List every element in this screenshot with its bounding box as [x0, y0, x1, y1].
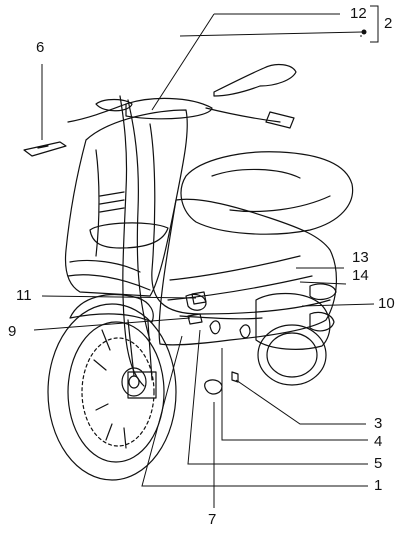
main-body [158, 198, 337, 346]
headlight [89, 222, 169, 249]
part-3[interactable] [231, 371, 239, 383]
callout-3: 3 [374, 415, 383, 432]
front-fork [127, 319, 157, 399]
callout-4: 4 [374, 433, 383, 450]
part-11[interactable] [191, 291, 207, 305]
callout-1: 1 [374, 477, 383, 494]
rear-wheel [257, 324, 327, 386]
front-wheel [47, 303, 177, 481]
callout-2: 2 [384, 15, 393, 32]
seat [180, 151, 354, 235]
front-fairing [64, 109, 188, 297]
callout-13: 13 [352, 249, 369, 266]
callout-11: 11 [16, 287, 32, 304]
engine [255, 292, 331, 350]
callout-5: 5 [374, 455, 383, 472]
part-6[interactable] [23, 141, 67, 157]
callout-14: 14 [352, 267, 369, 284]
part-7[interactable] [204, 379, 223, 395]
callout-6: 6 [36, 39, 45, 56]
handlebar [67, 63, 297, 129]
front-mudguard [69, 294, 154, 323]
callout-10: 10 [378, 295, 395, 312]
callout-9: 9 [8, 323, 17, 340]
part-9[interactable] [187, 313, 203, 325]
leader-lines [33, 5, 379, 508]
wiring-harness[interactable] [119, 95, 331, 387]
tail-light [309, 283, 337, 301]
callout-12: 12 [350, 5, 367, 22]
callout-7: 7 [208, 511, 217, 528]
